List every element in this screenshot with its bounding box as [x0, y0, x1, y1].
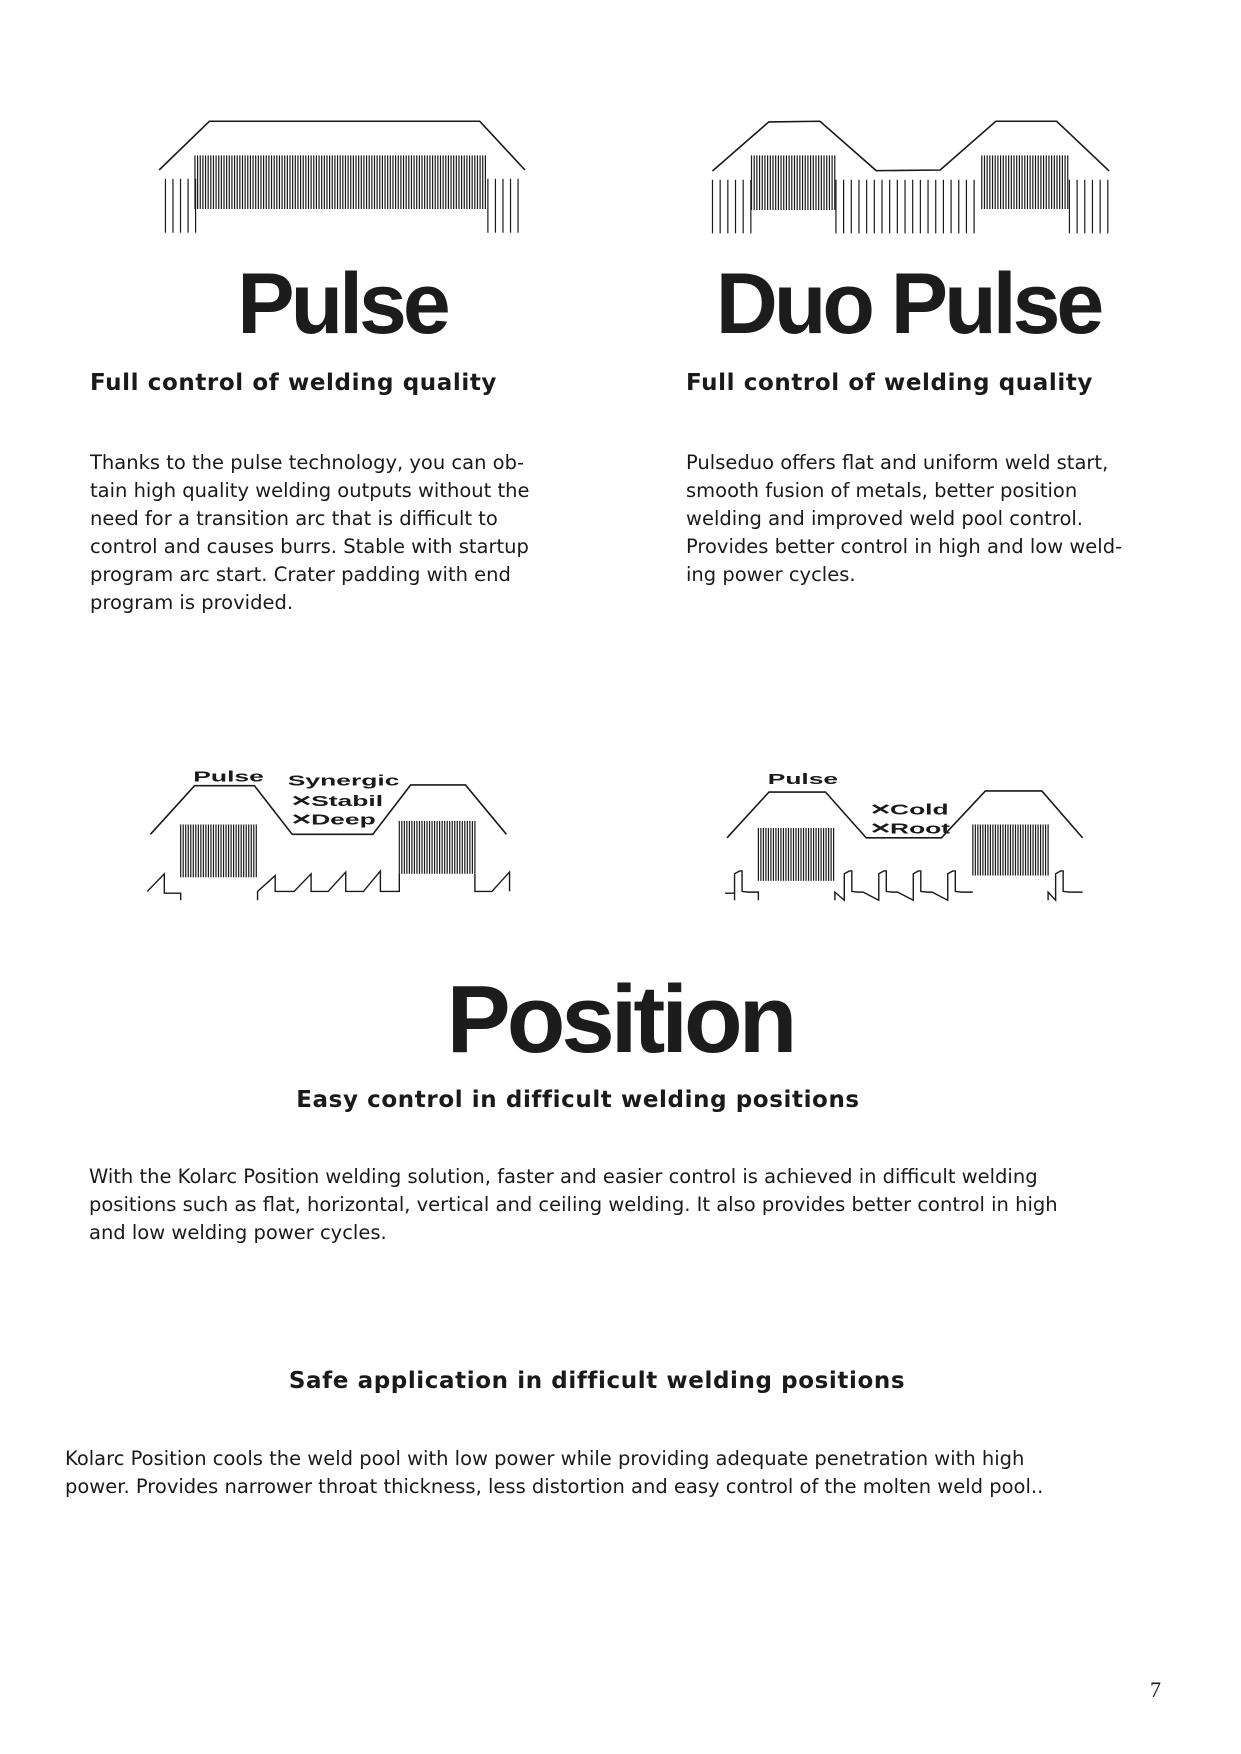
square-wave-line — [835, 871, 973, 900]
text-line: Kolarc Position cools the weld pool with… — [65, 1447, 1025, 1470]
x-mark-icon: ✕ — [290, 811, 312, 828]
synergic-dense-lines — [181, 824, 257, 877]
position-subtitle-easy-control: Easy control in difficult welding positi… — [296, 1087, 860, 1113]
duo-pulse-waveform-diagram — [708, 118, 1111, 235]
duo-base-lines — [836, 180, 974, 234]
diagram-label-deep: Deep — [311, 811, 376, 828]
position-title: Position — [446, 966, 798, 1073]
diagram-label-pulse: Pulse — [768, 771, 838, 788]
cold-root-dense-lines — [758, 828, 833, 881]
duo-base-lines — [1069, 180, 1107, 234]
x-mark-icon: ✕ — [290, 793, 312, 810]
duo-pulse-envelope-line — [712, 121, 1109, 171]
diagram-label-pulse: Pulse — [193, 768, 264, 785]
square-wave-line — [725, 871, 758, 900]
synergic-waveform-diagram: Pulse Synergic ✕ Stabil ✕ Deep — [141, 768, 519, 902]
text-line: program arc start. Crater padding with e… — [90, 563, 511, 586]
synergic-envelope-line — [150, 785, 506, 834]
position-description-2: Kolarc Position cools the weld pool with… — [65, 1445, 1215, 1501]
pulse-description: Thanks to the pulse technology, you can … — [90, 449, 610, 617]
sawtooth-line — [147, 874, 180, 900]
text-line: Thanks to the pulse technology, you can … — [90, 451, 524, 474]
text-line: welding and improved weld pool control. — [686, 507, 1083, 530]
diagram-label-stabil: Stabil — [311, 793, 383, 810]
text-line: ing power cycles. — [686, 563, 856, 586]
cold-root-dense-lines — [973, 824, 1048, 875]
diagram-label-root: Root — [890, 820, 950, 837]
duo-dense-lines — [982, 155, 1068, 209]
diagram-label-cold: Cold — [890, 801, 949, 818]
text-line: and low welding power cycles. — [89, 1221, 387, 1244]
diagram-label-synergic: Synergic — [288, 773, 400, 790]
square-wave-line — [1048, 871, 1082, 900]
text-line: With the Kolarc Position welding solutio… — [89, 1165, 1038, 1188]
page-number: 7 — [1150, 1677, 1161, 1702]
x-mark-icon: ✕ — [869, 801, 891, 818]
duo-pulse-description: Pulseduo offers flat and uniform weld st… — [686, 449, 1206, 589]
pulse-envelope-line — [159, 121, 525, 170]
pulse-base-lines — [165, 179, 195, 233]
cold-root-waveform-diagram: Pulse ✕ Cold ✕ Root — [722, 771, 1092, 902]
text-line: positions such as flat, horizontal, vert… — [89, 1193, 1058, 1216]
sawtooth-line — [475, 872, 510, 891]
duo-dense-lines — [751, 155, 834, 210]
pulse-base-lines — [488, 179, 518, 233]
pulse-waveform-diagram — [156, 118, 530, 235]
text-line: control and causes burrs. Stable with st… — [90, 535, 529, 558]
pulse-dense-lines — [195, 155, 485, 209]
text-line: program is provided. — [90, 591, 294, 614]
duo-pulse-subtitle: Full control of welding quality — [686, 370, 1094, 396]
text-line: need for a transition arc that is diffic… — [90, 507, 498, 530]
text-line: Pulseduo offers flat and uniform weld st… — [686, 451, 1109, 474]
text-line: power. Provides narrower throat thicknes… — [65, 1475, 1044, 1498]
sawtooth-line — [258, 871, 400, 900]
duo-base-lines — [712, 180, 750, 234]
x-mark-icon: ✕ — [869, 820, 891, 837]
cold-root-envelope-line — [727, 791, 1083, 838]
text-line: Provides better control in high and low … — [686, 535, 1123, 558]
synergic-dense-lines — [399, 821, 475, 874]
position-subtitle-safe-application: Safe application in difficult welding po… — [288, 1368, 906, 1394]
pulse-subtitle: Full control of welding quality — [90, 370, 498, 396]
text-line: smooth fusion of metals, better position — [686, 479, 1078, 502]
duo-pulse-title: Duo Pulse — [715, 256, 1105, 352]
pulse-title: Pulse — [237, 256, 450, 352]
position-description-1: With the Kolarc Position welding solutio… — [89, 1163, 1189, 1247]
text-line: tain high quality welding outputs withou… — [90, 479, 530, 502]
